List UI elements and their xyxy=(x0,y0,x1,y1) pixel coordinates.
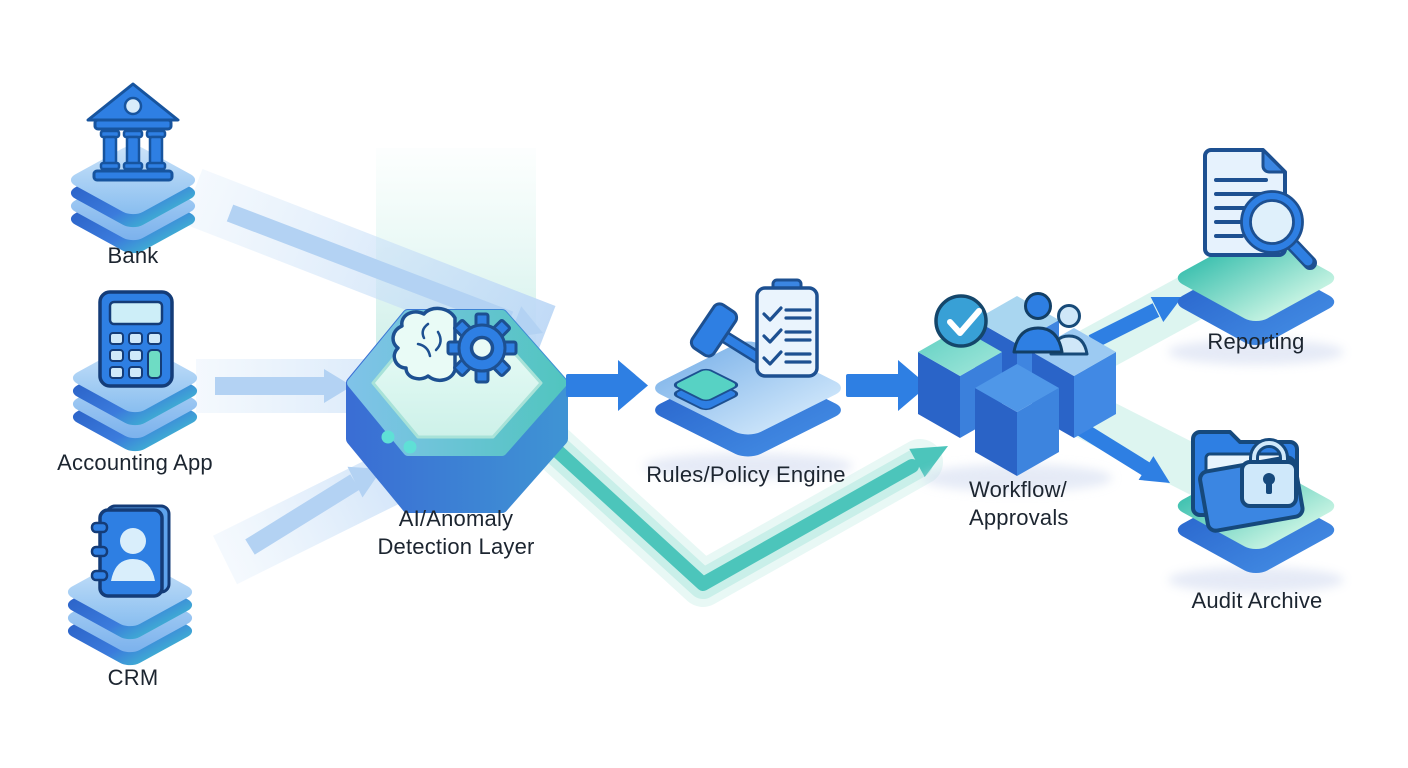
calculator-icon xyxy=(98,290,174,388)
reporting-shadow xyxy=(1168,339,1344,365)
document-magnifier-icon xyxy=(1203,148,1317,270)
status-dots xyxy=(381,430,417,454)
bank-label: Bank xyxy=(107,243,159,268)
audit-shadow xyxy=(1168,567,1344,593)
brain-gear-icon xyxy=(391,306,518,384)
workflow-shadow xyxy=(922,464,1112,492)
gavel-icon xyxy=(673,302,785,411)
ai-layer-label-line1: AI/Anomaly xyxy=(398,506,514,531)
node-ai-layer xyxy=(346,306,568,513)
crm-label: CRM xyxy=(107,665,159,690)
ai-layer-label-line2: Detection Layer xyxy=(377,534,535,559)
ai-layer-label: AI/Anomaly Detection Layer xyxy=(377,505,534,561)
bank-building-icon xyxy=(86,82,180,182)
approval-check-badge-icon xyxy=(934,294,988,348)
checklist-icon xyxy=(755,278,819,378)
reporting-label: Reporting xyxy=(1207,329,1305,354)
workflow-label-line2: Approvals xyxy=(969,505,1069,530)
folder-lock-icon xyxy=(1191,430,1305,533)
rules-engine-label: Rules/Policy Engine xyxy=(646,462,846,487)
edge-ai-to-workflow-bypass xyxy=(529,423,948,607)
workflow-label-line1: Workflow/ xyxy=(969,477,1067,502)
contact-book-icon xyxy=(90,504,171,598)
accounting-app-label: Accounting App xyxy=(57,450,213,475)
rules-shadow xyxy=(643,453,853,479)
workflow-label: Workflow/ Approvals xyxy=(969,476,1069,532)
edge-rules-to-workflow xyxy=(846,360,928,411)
people-icon xyxy=(1012,292,1089,356)
edge-ai-to-rules xyxy=(566,360,648,411)
audit-archive-label: Audit Archive xyxy=(1191,588,1323,613)
puzzle-cube-front xyxy=(975,364,1059,476)
